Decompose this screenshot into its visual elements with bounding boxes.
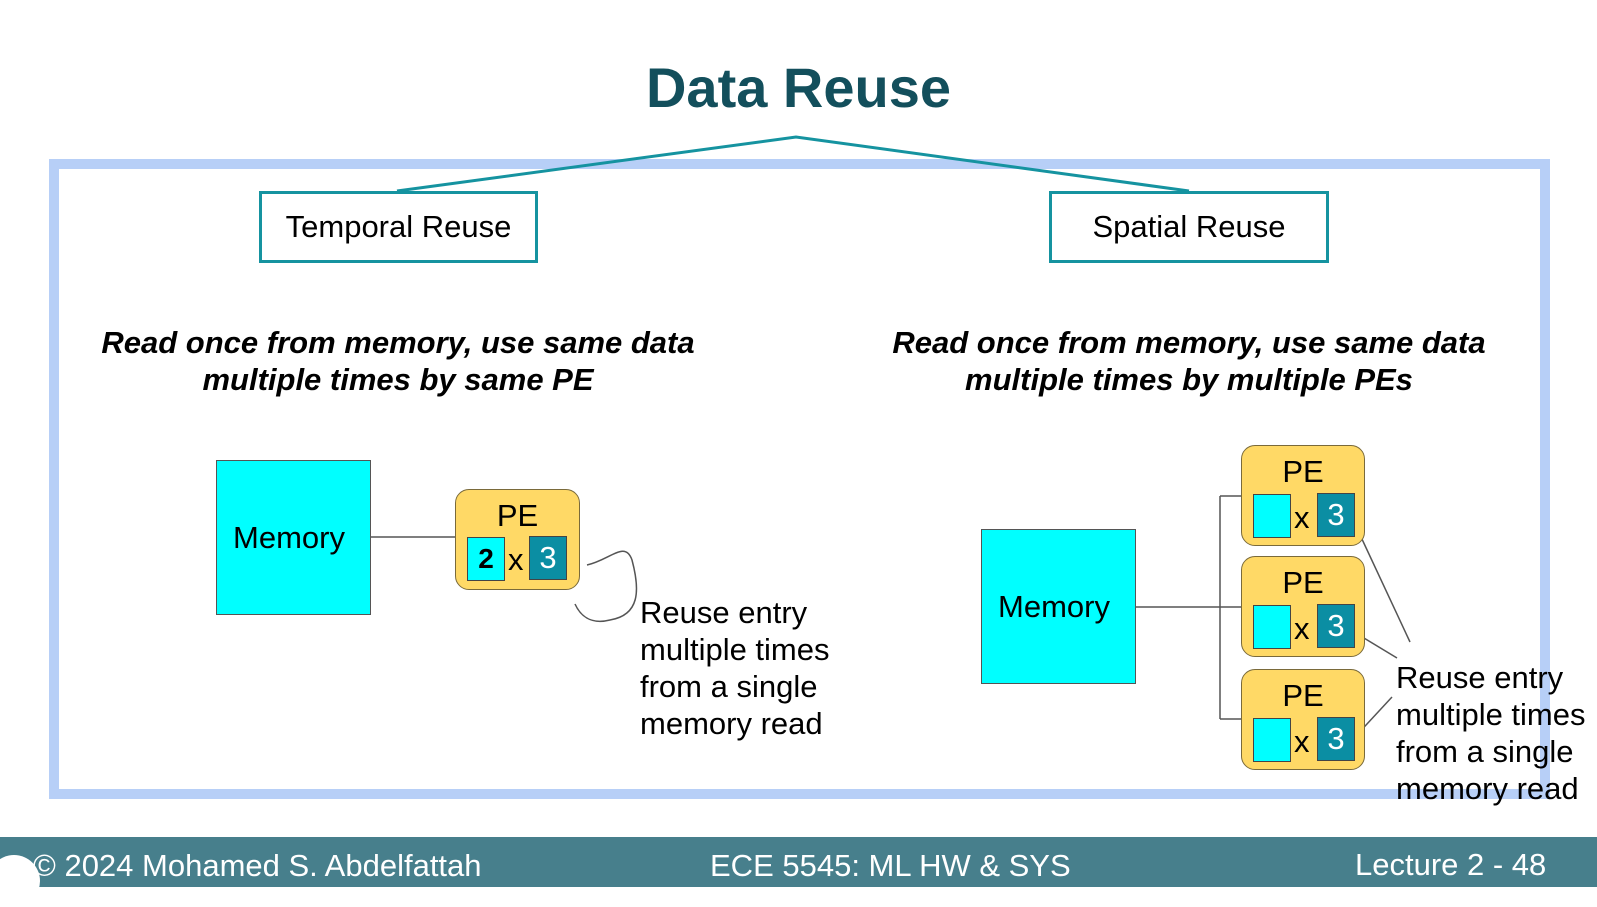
spatial-memory-label: Memory [998, 588, 1110, 624]
temporal-memory-label: Memory [233, 519, 345, 555]
temporal-input-operand: 2 [467, 537, 505, 581]
spatial-pe-1-label: PE [1282, 454, 1324, 489]
spatial-pe-3-multiply-sign: x [1294, 724, 1310, 759]
footer-author: © 2024 Mohamed S. Abdelfattah [33, 848, 482, 883]
temporal-note-line1: Reuse entry [640, 595, 808, 630]
spatial-note-line2: multiple times [1396, 697, 1586, 732]
spatial-pe-2-multiply-sign: x [1294, 611, 1310, 646]
spatial-note-line4: memory read [1396, 771, 1579, 806]
spatial-pe-3-label: PE [1282, 678, 1324, 713]
spatial-reuse-box: Spatial Reuse [1049, 191, 1329, 263]
spatial-pe-2-weight: 3 [1317, 604, 1355, 648]
temporal-description-line2: multiple times by same PE [202, 362, 594, 397]
temporal-memory-block: Memory [216, 460, 371, 615]
spatial-note: Reuse entry multiple times from a single… [1396, 659, 1586, 807]
temporal-description: Read once from memory, use same data mul… [78, 324, 718, 398]
spatial-pe-1-multiply-sign: x [1294, 500, 1310, 535]
spatial-pe-2-label: PE [1282, 565, 1324, 600]
spatial-description: Read once from memory, use same data mul… [869, 324, 1509, 398]
temporal-reuse-box: Temporal Reuse [259, 191, 538, 263]
spatial-pe-3: PE x 3 [1241, 669, 1365, 770]
footer-lecture-number: Lecture 2 - 48 [1355, 847, 1547, 882]
spatial-pe-3-input [1253, 718, 1291, 762]
temporal-note-line3: from a single [640, 669, 818, 704]
temporal-reuse-label: Temporal Reuse [285, 209, 512, 244]
spatial-description-line1: Read once from memory, use same data [892, 325, 1486, 360]
temporal-note-line2: multiple times [640, 632, 830, 667]
spatial-pe-1: PE x 3 [1241, 445, 1365, 546]
spatial-reuse-label: Spatial Reuse [1092, 209, 1286, 244]
spatial-pe-2-input [1253, 605, 1291, 649]
temporal-pe: PE 2 x 3 [455, 489, 580, 590]
spatial-description-line2: multiple times by multiple PEs [965, 362, 1413, 397]
footer-course: ECE 5545: ML HW & SYS [710, 848, 1071, 883]
spatial-pe-2: PE x 3 [1241, 556, 1365, 657]
slide-title: Data Reuse [645, 56, 952, 119]
temporal-weight-operand: 3 [529, 536, 567, 580]
temporal-note: Reuse entry multiple times from a single… [640, 594, 830, 742]
spatial-pe-3-weight: 3 [1317, 717, 1355, 761]
footer-bar: © 2024 Mohamed S. Abdelfattah ECE 5545: … [0, 837, 1597, 907]
branch-line [396, 135, 1190, 193]
temporal-description-line1: Read once from memory, use same data [101, 325, 695, 360]
temporal-multiply-sign: x [508, 542, 524, 577]
spatial-note-line1: Reuse entry [1396, 660, 1564, 695]
spatial-pe-1-input [1253, 494, 1291, 538]
temporal-note-line4: memory read [640, 706, 823, 741]
spatial-pointer-1 [1353, 521, 1411, 643]
spatial-pe-1-weight: 3 [1317, 493, 1355, 537]
temporal-pe-label: PE [496, 498, 539, 533]
temporal-reuse-loop [574, 550, 638, 622]
content-frame [49, 159, 1550, 799]
spatial-note-line3: from a single [1396, 734, 1574, 769]
spatial-memory-block: Memory [981, 529, 1136, 684]
